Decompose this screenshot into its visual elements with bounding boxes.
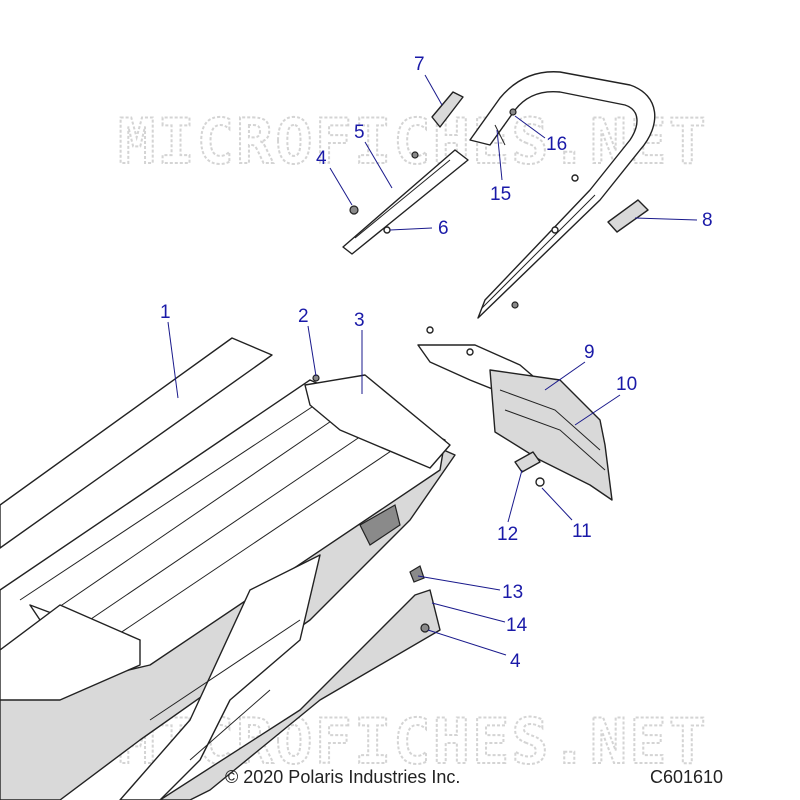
leader-9	[544, 361, 586, 391]
callout-16: 16	[546, 134, 567, 155]
leader-16	[514, 115, 546, 139]
part-3-bracket	[304, 374, 451, 469]
callout-8: 8	[702, 210, 713, 231]
leader-5	[364, 141, 393, 189]
copyright-text: © 2020 Polaris Industries Inc.	[225, 767, 460, 787]
callout-5: 5	[354, 122, 365, 143]
tunnel-assembly[interactable]	[0, 374, 456, 800]
part-1-strip[interactable]	[0, 337, 273, 549]
leader-2	[307, 325, 317, 377]
callout-7: 7	[414, 54, 425, 75]
part-10-snowflap[interactable]	[489, 369, 613, 501]
leader-1	[167, 321, 179, 399]
callout-4b: 4	[510, 651, 521, 672]
leader-10	[574, 394, 621, 426]
leader-12	[507, 469, 523, 523]
part-15-pin[interactable]	[494, 124, 506, 146]
part-13-cap[interactable]	[409, 565, 425, 583]
leader-7	[424, 74, 443, 106]
part-4-nut-bottom[interactable]	[420, 623, 430, 633]
callout-10: 10	[616, 374, 637, 395]
part-11-screw[interactable]	[535, 477, 545, 487]
callout-14: 14	[506, 615, 528, 636]
callout-9: 9	[584, 342, 595, 363]
leader-4a	[329, 167, 353, 206]
callout-12: 12	[497, 524, 518, 545]
leader-4b	[427, 629, 507, 656]
callout-13: 13	[502, 582, 523, 603]
part-7-cap[interactable]	[431, 91, 464, 128]
callout-3: 3	[354, 310, 365, 331]
leader-8	[634, 217, 698, 221]
part-12-plate[interactable]	[514, 451, 541, 473]
grab-bar[interactable]	[469, 71, 656, 319]
diagram-code: C601610	[650, 767, 723, 787]
part-4-nut-top[interactable]	[349, 205, 359, 215]
leader-6	[389, 227, 433, 231]
callout-6: 6	[438, 218, 449, 239]
part-5-rail[interactable]	[342, 149, 469, 255]
callout-2: 2	[298, 306, 309, 327]
part-14-rail[interactable]	[159, 589, 441, 800]
leader-14	[431, 602, 506, 623]
part-6-screw[interactable]	[383, 226, 391, 234]
tunnel-plate-lower	[0, 604, 141, 701]
callout-15: 15	[490, 184, 511, 205]
part-8-cap[interactable]	[607, 199, 649, 233]
callout-11: 11	[572, 521, 592, 542]
tunnel-rail	[119, 554, 321, 800]
leader-11	[541, 487, 573, 521]
part-16-rivet[interactable]	[509, 108, 517, 116]
tunnel-top	[0, 379, 446, 701]
leader-13	[417, 575, 501, 591]
callout-1: 1	[160, 302, 171, 323]
callout-4a: 4	[316, 148, 327, 169]
leader-15	[496, 129, 503, 181]
